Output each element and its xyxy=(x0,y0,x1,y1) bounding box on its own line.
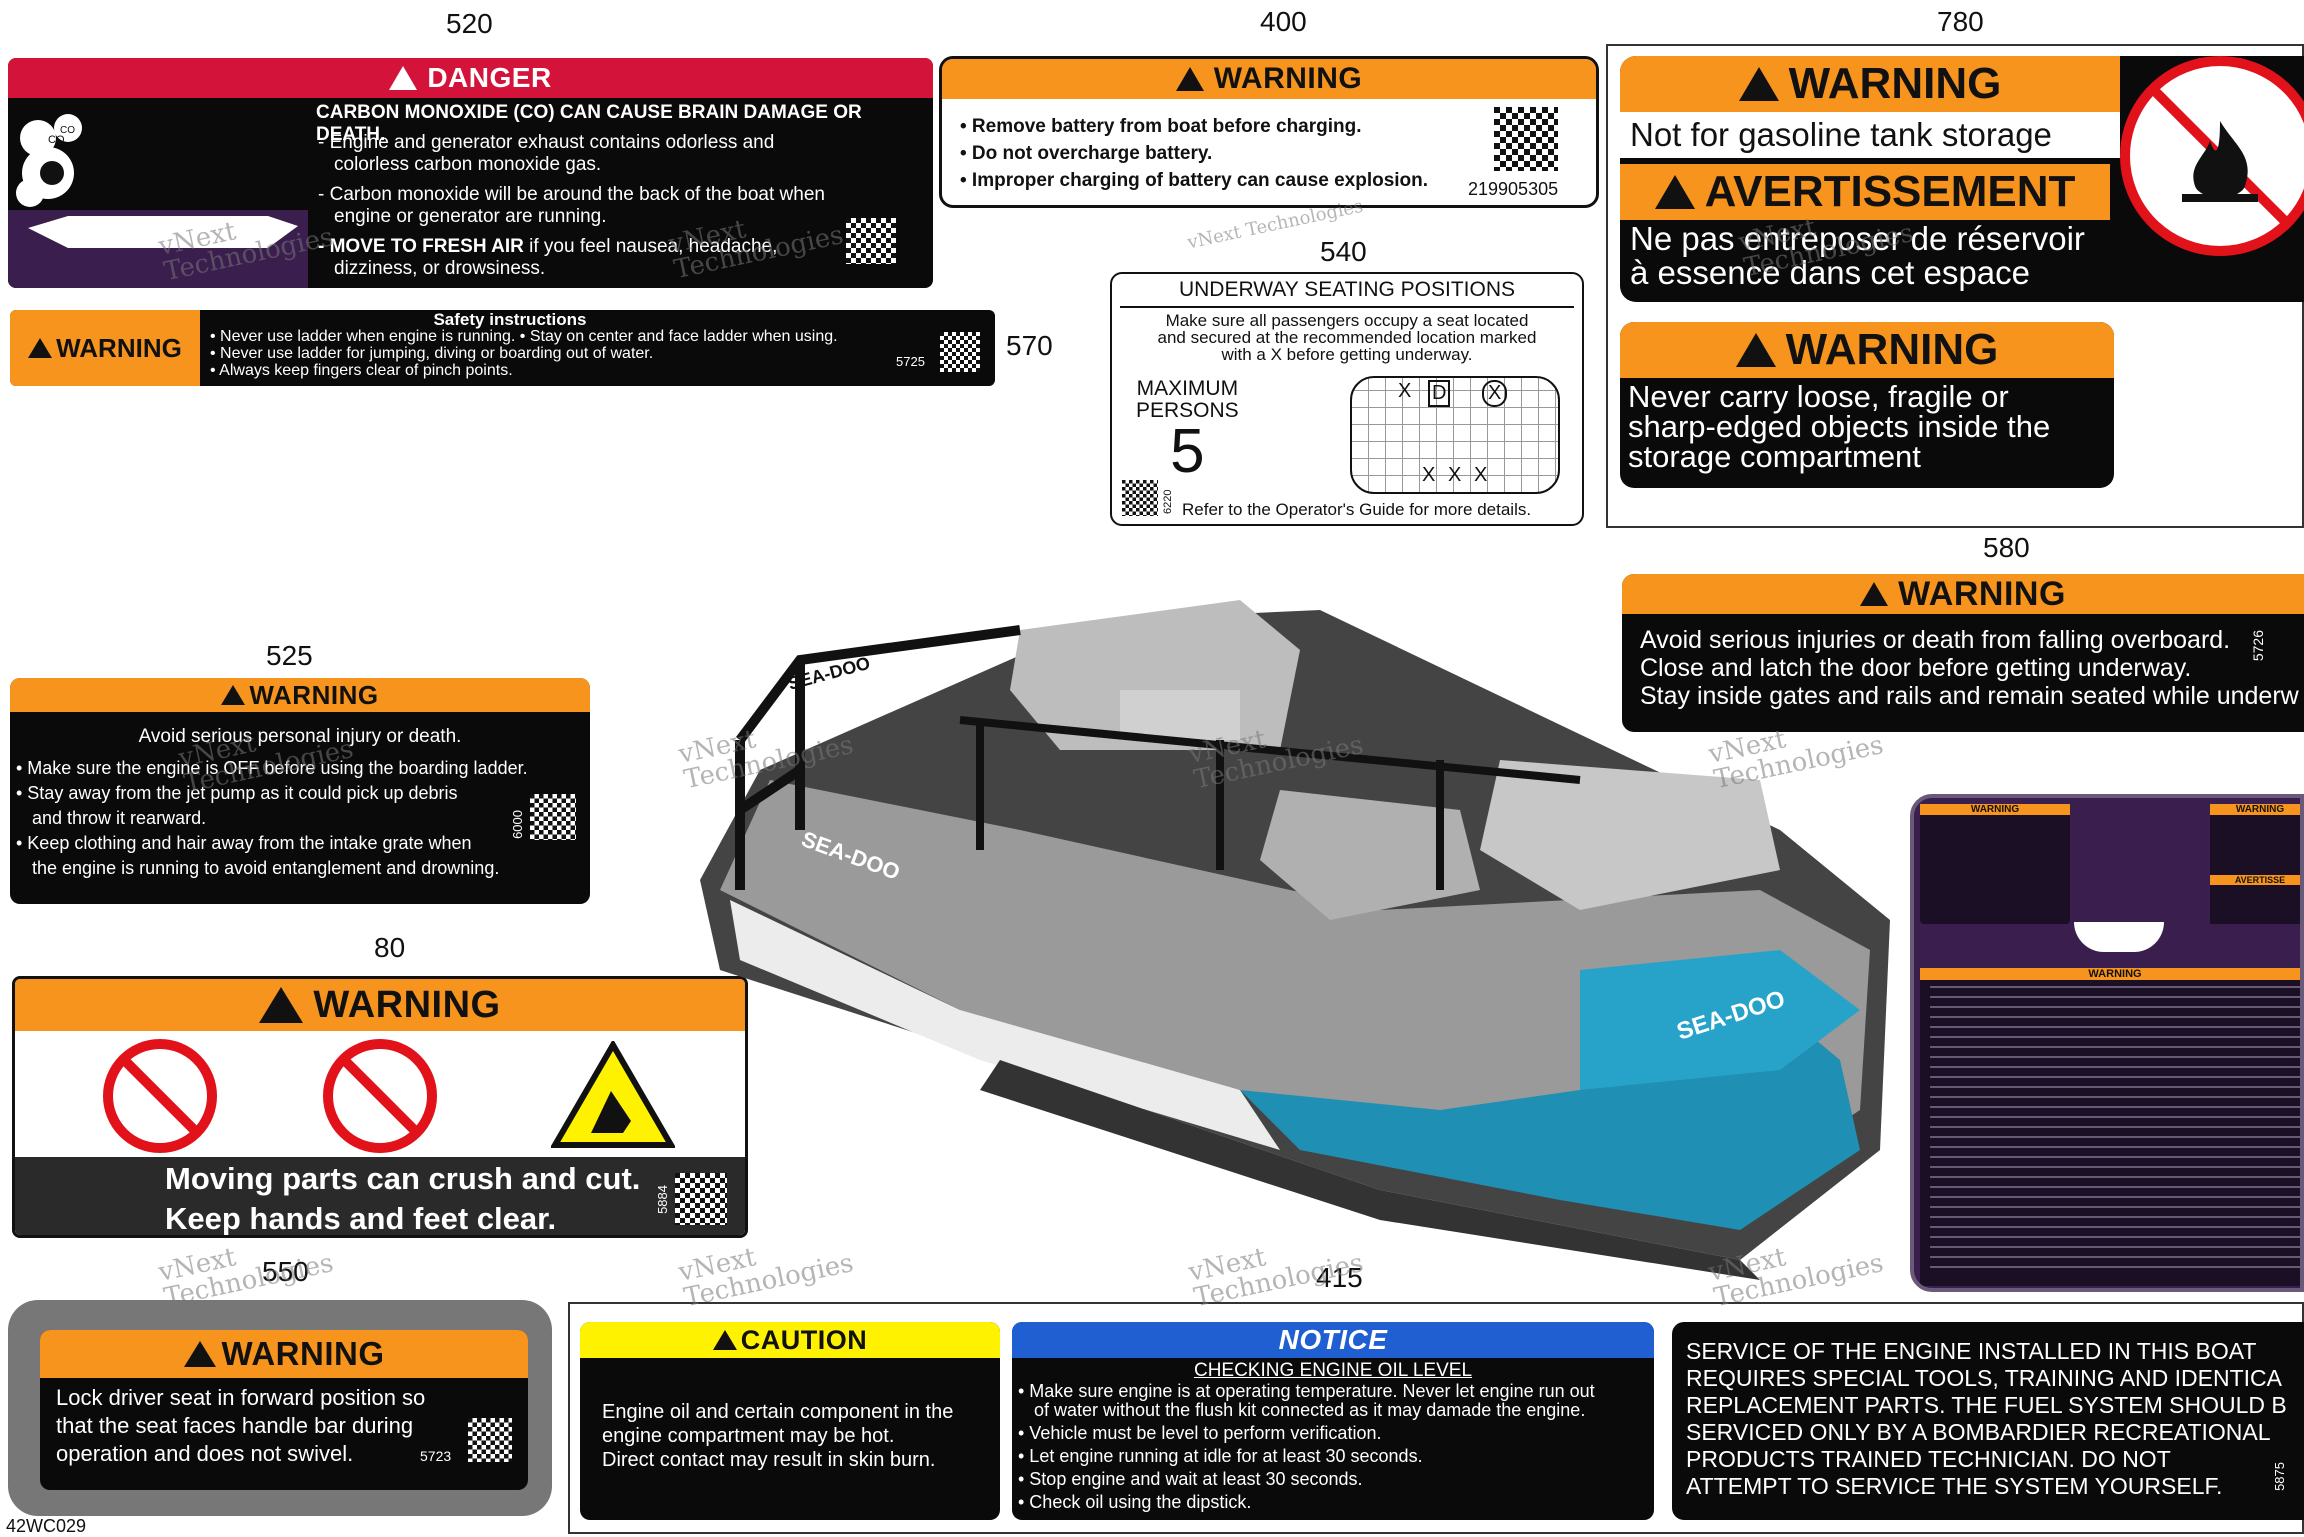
ref-520: 520 xyxy=(446,8,493,39)
boat-seating-diagram: X D X X X X xyxy=(1350,376,1560,494)
decal-code: 6220 xyxy=(1162,489,1174,514)
flame-icon xyxy=(2182,121,2258,202)
oil-level-steps: • Make sure engine is at operating tempe… xyxy=(1018,1381,1595,1512)
danger-body: - Engine and generator exhaust contains … xyxy=(318,132,825,279)
decal-code: 6000 xyxy=(510,810,525,839)
warning-triangle-icon xyxy=(1175,67,1204,91)
warning-header: WARNING xyxy=(1622,574,2304,614)
warning-header: WARNING xyxy=(10,678,590,712)
ref-525: 525 xyxy=(266,640,313,671)
warning-triangle-icon xyxy=(1735,333,1776,367)
injury-text: Avoid serious personal injury or death. xyxy=(138,726,462,747)
decal-code: 5725 xyxy=(896,354,925,369)
decal-415-service[interactable]: SERVICE OF THE ENGINE INSTALLED IN THIS … xyxy=(1672,1322,2304,1520)
pinch-hazard-icon xyxy=(551,1041,675,1148)
decal-780-gasoline-warning[interactable]: WARNING Not for gasoline tank storage AV… xyxy=(1620,56,2304,302)
warning-triangle-icon xyxy=(259,987,304,1023)
warning-header: WARNING xyxy=(40,1330,528,1378)
caution-header: CAUTION xyxy=(580,1322,1000,1358)
qr-code-icon xyxy=(846,218,896,264)
decal-550-seat-warning[interactable]: WARNING Lock driver seat in forward posi… xyxy=(8,1300,552,1516)
hot-engine-text: Engine oil and certain component in the … xyxy=(602,1401,954,1471)
no-hands-icon xyxy=(103,1039,217,1153)
warning-triangle-icon xyxy=(221,685,246,705)
qr-code-icon xyxy=(675,1173,727,1225)
svg-text:CO: CO xyxy=(60,125,75,136)
ref-415: 415 xyxy=(1316,1262,1363,1293)
ref-780: 780 xyxy=(1937,6,1984,37)
warning-header: WARNING xyxy=(1620,56,2120,112)
warning-header: WARNING xyxy=(942,59,1596,99)
service-text: SERVICE OF THE ENGINE INSTALLED IN THIS … xyxy=(1686,1338,2287,1499)
decal-code: 5726 xyxy=(2250,630,2266,662)
warning-triangle-icon xyxy=(389,66,418,90)
svg-text:CO: CO xyxy=(48,134,65,146)
danger-header-text: DANGER xyxy=(427,62,552,93)
warning-header: WARNING xyxy=(10,310,200,386)
danger-title: CARBON MONOXIDE (CO) CAN CAUSE BRAIN DAM… xyxy=(316,102,862,145)
storage-text: Never carry loose, fragile or sharp-edge… xyxy=(1628,379,2051,474)
ref-550: 550 xyxy=(262,1256,309,1287)
warning-triangle-icon xyxy=(1738,67,1779,101)
notice-title: CHECKING ENGINE OIL LEVEL xyxy=(1193,1360,1473,1381)
danger-header: DANGER xyxy=(8,58,933,98)
french-text: Ne pas entreposer de réservoir à essence… xyxy=(1630,220,2085,291)
decal-400-warning[interactable]: WARNING • Remove battery from boat befor… xyxy=(939,56,1599,208)
decal-580-overboard-warning[interactable]: WARNING Avoid serious injuries or death … xyxy=(1622,574,2304,732)
warning-triangle-icon xyxy=(183,1341,216,1367)
seating-instructions: Make sure all passengers occupy a seat l… xyxy=(1157,311,1537,364)
seat-lock-text: Lock driver seat in forward position so … xyxy=(56,1385,426,1466)
no-feet-icon xyxy=(323,1039,437,1153)
avertissement-header: AVERTISSEMENT xyxy=(1620,164,2110,220)
decal-780-storage-warning[interactable]: WARNING Never carry loose, fragile or sh… xyxy=(1620,322,2114,488)
maximum-persons: MAXIMUM PERSONS 5 xyxy=(1136,377,1239,486)
warning-triangle-icon xyxy=(28,338,53,358)
moving-parts-text: Moving parts can crush and cut. Keep han… xyxy=(165,1161,641,1236)
diagram-code: 42WC029 xyxy=(6,1516,87,1536)
decal-code: 5723 xyxy=(420,1448,452,1464)
warning-triangle-icon xyxy=(1654,175,1695,209)
decal-415-notice[interactable]: NOTICE CHECKING ENGINE OIL LEVEL • Make … xyxy=(1012,1322,1654,1520)
qr-code-icon xyxy=(530,794,576,840)
decal-200-helm-panel[interactable]: WARNING WARNING AVERTISSE WARNING xyxy=(1910,794,2304,1292)
qr-code-icon xyxy=(1122,480,1158,516)
ref-540: 540 xyxy=(1320,236,1367,267)
boat-illustration: SEA-DOO SEA-DOO SEA-DOO xyxy=(700,600,1890,1280)
ref-580: 580 xyxy=(1983,532,2030,563)
decal-520-danger[interactable]: DANGER CO CO CARBON MONOXIDE (CO) CAN CA… xyxy=(8,58,933,288)
part-number: 219905305 xyxy=(1468,179,1559,199)
ref-570: 570 xyxy=(1006,330,1053,361)
gasoline-storage-text: Not for gasoline tank storage xyxy=(1620,112,2120,158)
qr-code-icon xyxy=(1494,107,1558,171)
qr-code-icon xyxy=(468,1418,512,1462)
seating-title: UNDERWAY SEATING POSITIONS xyxy=(1178,278,1516,301)
operators-guide-ref: Refer to the Operator's Guide for more d… xyxy=(1182,500,1532,519)
decal-540-seating-positions[interactable]: UNDERWAY SEATING POSITIONS Make sure all… xyxy=(1110,272,1584,526)
decal-80-moving-parts-warning[interactable]: WARNING Moving parts can crush and cut. … xyxy=(12,976,748,1238)
decal-525-ladder-warning[interactable]: WARNING Avoid serious personal injury or… xyxy=(10,678,590,904)
qr-code-icon xyxy=(940,332,980,372)
decal-code: 5875 xyxy=(2272,1462,2287,1491)
safety-title: Safety instructions xyxy=(433,310,587,329)
ladder-instructions: • Never use ladder when engine is runnin… xyxy=(210,328,838,379)
boarding-ladder-text: • Make sure the engine is OFF before usi… xyxy=(16,758,528,878)
co-exhaust-boat-icon: CO CO xyxy=(8,114,308,288)
overboard-text: Avoid serious injuries or death from fal… xyxy=(1640,626,2299,710)
warning-header: WARNING xyxy=(15,979,745,1031)
ref-80: 80 xyxy=(374,932,406,963)
decal-code: 5884 xyxy=(655,1185,670,1214)
warning-triangle-icon xyxy=(1860,582,1889,606)
notice-header: NOTICE xyxy=(1012,1322,1654,1358)
warning-header: WARNING xyxy=(1620,322,2114,378)
warning-triangle-icon xyxy=(712,1330,737,1350)
decal-415-caution[interactable]: CAUTION Engine oil and certain component… xyxy=(580,1322,1000,1520)
battery-warning-text: • Remove battery from boat before chargi… xyxy=(960,116,1429,191)
ref-400: 400 xyxy=(1260,6,1307,37)
decal-570-ladder-warning[interactable]: WARNING Safety instructions • Never use … xyxy=(10,310,995,386)
